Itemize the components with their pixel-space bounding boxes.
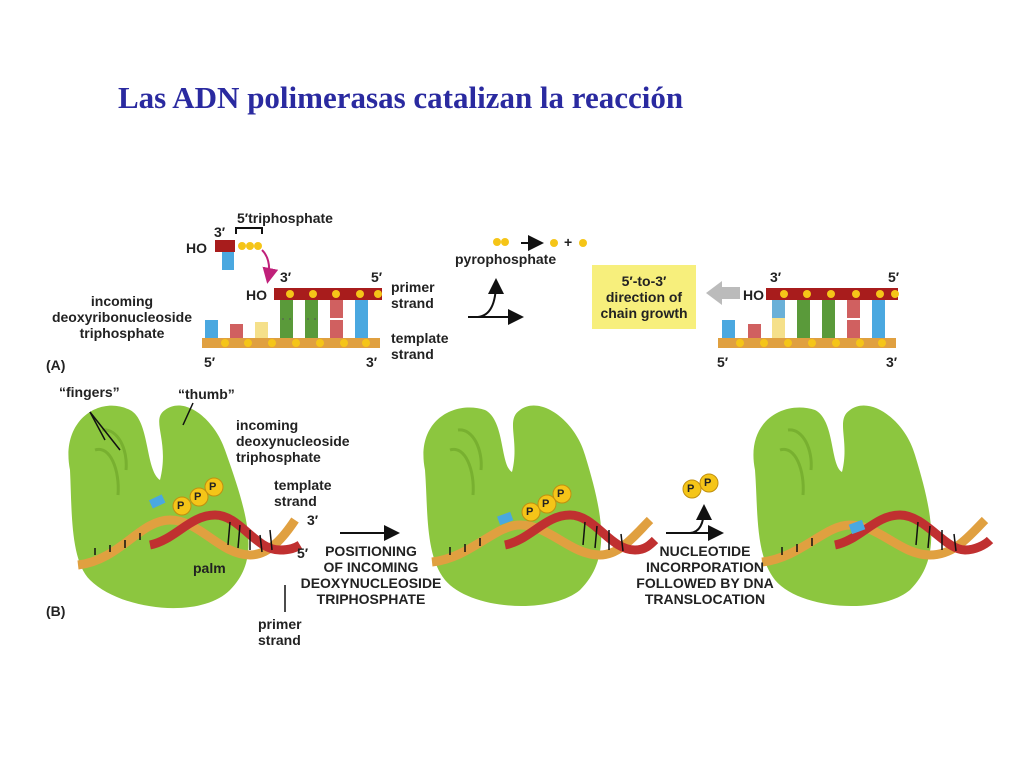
right-3prime-bottom-label: 3′	[886, 354, 898, 370]
primer-5prime-label: 5′	[371, 269, 383, 285]
chain-growth-box: 5′-to-3′ direction of chain growth	[592, 265, 696, 329]
plus-sign: +	[564, 234, 573, 250]
pyrophosphate-arrow	[468, 235, 587, 325]
template-strand-label-b: template strand	[274, 477, 332, 509]
dna-helix-1	[77, 494, 303, 612]
primer-ho-label: HO	[246, 287, 267, 303]
triphosphate-bracket	[235, 227, 263, 234]
step1-label: POSITIONING OF INCOMING DEOXYNUCLEOSIDE …	[300, 543, 442, 607]
primer-strand-label: primer strand	[391, 279, 435, 311]
pyrophosphate-label: pyrophosphate	[455, 251, 557, 267]
magenta-arrow	[261, 249, 279, 284]
panel-a-label: (A)	[46, 357, 66, 373]
dna-helix-3	[761, 510, 994, 567]
primer-3prime-label: 3′	[280, 269, 292, 285]
helix-3prime-label: 3′	[307, 512, 319, 528]
polymerase-2	[423, 405, 602, 607]
phosphates-1	[172, 477, 224, 516]
chain-growth-label: 5′-to-3′ direction of chain growth	[600, 273, 688, 321]
phosphate-p-label: P	[704, 477, 712, 489]
phosphate-p-label: P	[177, 500, 185, 512]
template-5prime-label: 5′	[204, 354, 216, 370]
step2-label: NUCLEOTIDE INCORPORATION FOLLOWED BY DNA…	[636, 543, 774, 607]
slide-title: Las ADN polimerasas catalizan la reacció…	[118, 80, 684, 115]
polymerase-3	[753, 405, 932, 607]
incoming-deoxyribonucleoside-label: incoming deoxyribonucleoside triphosphat…	[51, 293, 193, 341]
palm-label: palm	[193, 560, 226, 576]
incoming-nucleotide-a	[215, 227, 279, 284]
growth-direction-arrow	[706, 281, 740, 305]
incoming-ho-label: HO	[186, 240, 207, 256]
thumb-label: “thumb”	[178, 386, 235, 402]
template-strand-label: template strand	[391, 330, 449, 362]
triphosphate-label: 5′triphosphate	[237, 210, 333, 226]
primer-strand-label-b: primer strand	[258, 616, 302, 648]
incoming-deoxynucleoside-label: incoming deoxynucleoside triphosphate	[236, 417, 350, 465]
dna-duplex-right	[718, 288, 899, 348]
helix-5prime-label: 5′	[297, 545, 309, 561]
fingers-label: “fingers”	[59, 384, 120, 400]
dna-helix-2	[431, 510, 659, 567]
right-ho-label: HO	[743, 287, 764, 303]
phosphate-p-label: P	[526, 506, 534, 518]
right-5prime-label: 5′	[888, 269, 900, 285]
phosphate-p-label: P	[209, 481, 217, 493]
phosphate-p-label: P	[194, 491, 202, 503]
right-3prime-label: 3′	[770, 269, 782, 285]
step-arrow-2	[666, 473, 724, 541]
panel-b-label: (B)	[46, 603, 66, 619]
template-3prime-label: 3′	[366, 354, 378, 370]
right-5prime-bottom-label: 5′	[717, 354, 729, 370]
polymerase-1	[68, 402, 249, 609]
phosphate-p-label: P	[542, 498, 550, 510]
phosphate-p-label: P	[557, 488, 565, 500]
phosphate-p-label: P	[687, 483, 695, 495]
dna-duplex-left	[202, 288, 382, 348]
phosphates-2	[521, 484, 572, 522]
incoming-3prime-label: 3′	[214, 224, 226, 240]
